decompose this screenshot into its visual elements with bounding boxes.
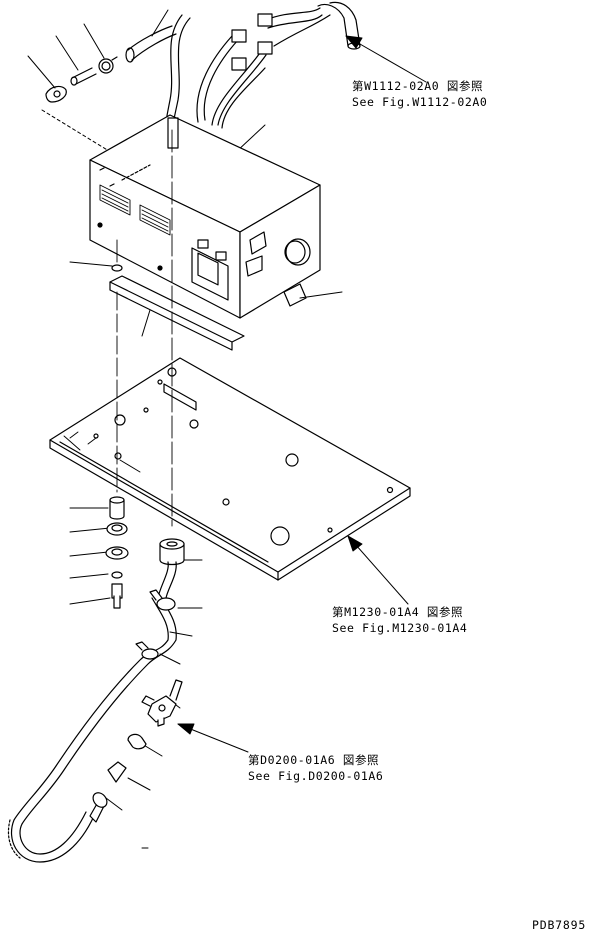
valve-cap: [128, 734, 146, 748]
flexible-hose-top: [318, 2, 360, 49]
reference-en: See Fig.W1112-02A0: [352, 95, 488, 109]
hose-clamps-lower: [90, 590, 175, 822]
hardware-stack: [106, 497, 128, 608]
hose-elbow: [46, 87, 66, 102]
connector-blocks: [232, 14, 272, 70]
mounting-rail: [110, 282, 232, 350]
heater-box: [90, 115, 320, 318]
reference-callout-valve: 第D0200-01A6 図参照 See Fig.D0200-01A6: [248, 752, 383, 784]
control-panel: [192, 240, 228, 300]
reference-jp: 第M1230-01A4 図参照: [332, 605, 464, 619]
end-nipple: [90, 790, 109, 810]
wire-harness: [165, 8, 330, 135]
reference-arrows: [178, 36, 426, 752]
mounting-bracket: [284, 284, 306, 306]
rubber-grommet: [160, 539, 184, 565]
reference-en: See Fig.D0200-01A6: [248, 769, 384, 783]
reference-jp: 第W1112-02A0 図参照: [352, 79, 484, 93]
reference-callout-floor: 第M1230-01A4 図参照 See Fig.M1230-01A4: [332, 604, 467, 636]
base-plate: [50, 358, 410, 580]
hose-clamp: [99, 57, 117, 73]
reference-callout-wiring: 第W1112-02A0 図参照 See Fig.W1112-02A0: [352, 78, 487, 110]
hose-adapter: [108, 762, 126, 782]
hose-end-fitting: [126, 26, 176, 62]
document-code: PDB7895: [532, 918, 587, 932]
reference-en: See Fig.M1230-01A4: [332, 621, 468, 635]
hose-nipple: [71, 68, 96, 85]
drain-valve: [142, 680, 182, 726]
lock-washer: [112, 265, 122, 271]
side-fittings: [246, 232, 310, 276]
reference-jp: 第D0200-01A6 図参照: [248, 753, 380, 767]
vent-grille: [100, 185, 170, 235]
